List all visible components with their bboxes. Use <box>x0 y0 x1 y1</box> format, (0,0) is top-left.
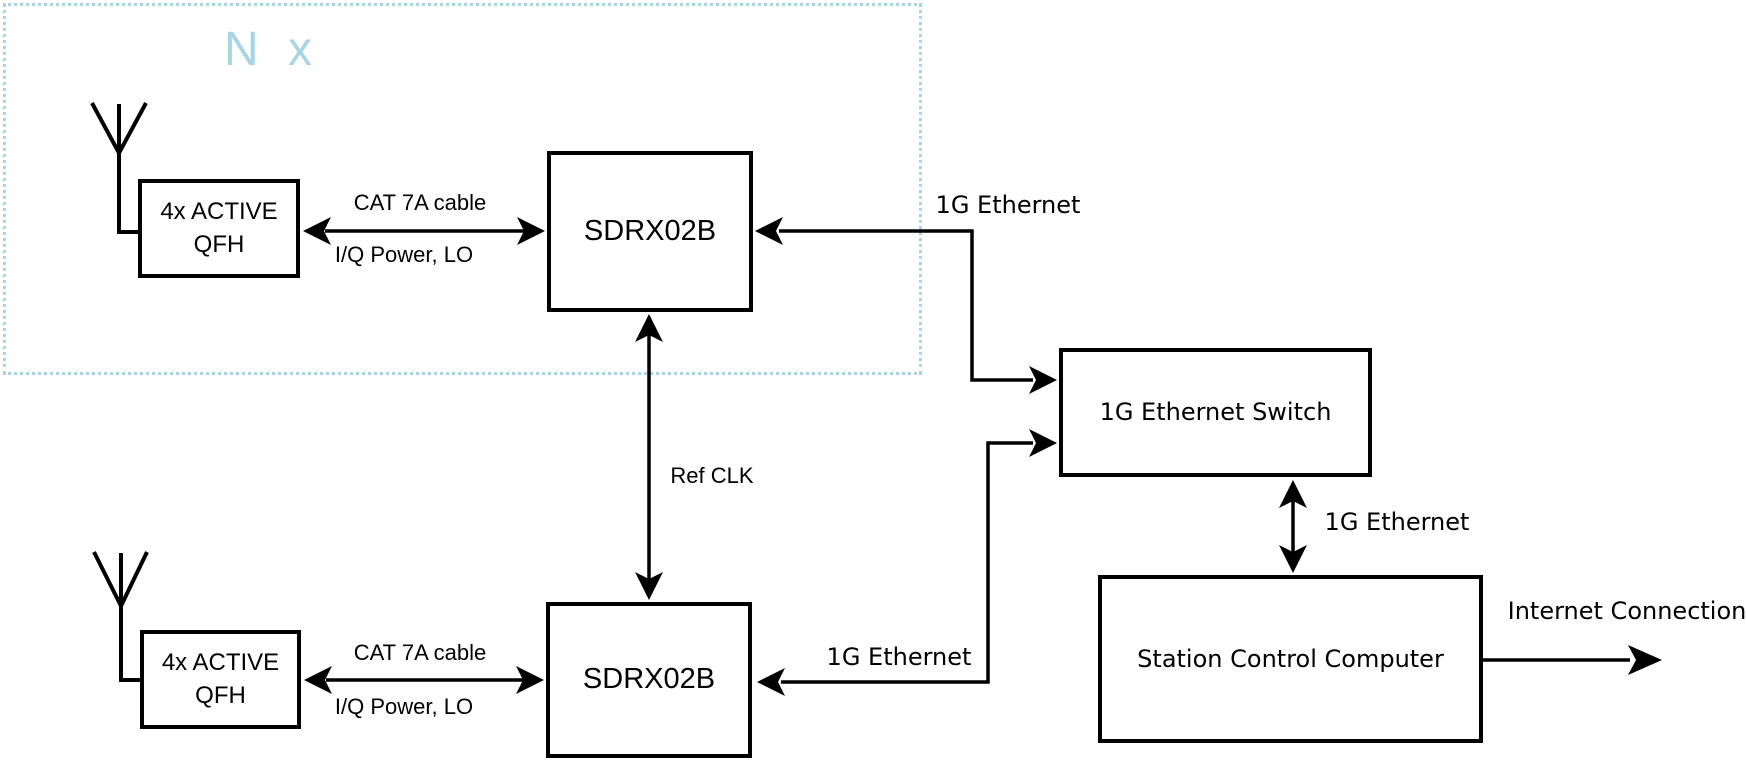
arrow-cat7a-bottom <box>304 666 544 694</box>
label-iq-power-lo-bottom: I/Q Power, LO <box>334 694 474 719</box>
arrow-ethernet-switch-computer <box>1279 480 1307 573</box>
node-station-control-computer: Station Control Computer <box>1098 575 1483 743</box>
label-ref-clk: Ref CLK <box>670 463 754 488</box>
label-internet-connection: Internet Connection <box>1507 597 1746 625</box>
label-cat7a-cable-bottom: CAT 7A cable <box>353 640 487 665</box>
qfh-top-label-line1: 4x ACTIVE <box>160 198 278 226</box>
node-sdrx02b-top: SDRX02B <box>547 151 753 312</box>
label-cat7a-cable-top: CAT 7A cable <box>353 190 487 215</box>
antenna-bottom-icon <box>92 551 149 682</box>
sdrx02b-bottom-label: SDRX02B <box>582 663 716 696</box>
qfh-bottom-label-line1: 4x ACTIVE <box>161 649 280 677</box>
sdrx02b-top-label: SDRX02B <box>583 214 717 247</box>
arrow-internet <box>1483 645 1662 675</box>
node-qfh-top: 4x ACTIVE QFH <box>138 179 300 278</box>
arrow-cat7a-top <box>303 217 545 245</box>
label-1g-ethernet-bottom: 1G Ethernet <box>826 643 972 671</box>
node-sdrx02b-bottom: SDRX02B <box>546 602 752 758</box>
label-iq-power-lo-top: I/Q Power, LO <box>334 242 474 267</box>
arrow-refclk <box>635 314 663 600</box>
node-qfh-bottom: 4x ACTIVE QFH <box>140 630 301 729</box>
arrow-ethernet-bottom <box>757 429 1057 696</box>
label-1g-ethernet-switch-computer: 1G Ethernet <box>1324 508 1470 536</box>
nx-group-border <box>3 3 922 375</box>
nx-group-label: N x <box>224 23 320 76</box>
arrow-ethernet-top <box>755 217 1057 394</box>
qfh-top-label-line2: QFH <box>193 230 245 258</box>
antenna-top-icon <box>90 102 148 234</box>
qfh-bottom-label-line2: QFH <box>195 681 246 709</box>
node-ethernet-switch: 1G Ethernet Switch <box>1059 348 1372 477</box>
station-computer-label: Station Control Computer <box>1137 644 1444 673</box>
label-1g-ethernet-top: 1G Ethernet <box>935 191 1081 219</box>
ethernet-switch-label: 1G Ethernet Switch <box>1099 398 1332 427</box>
